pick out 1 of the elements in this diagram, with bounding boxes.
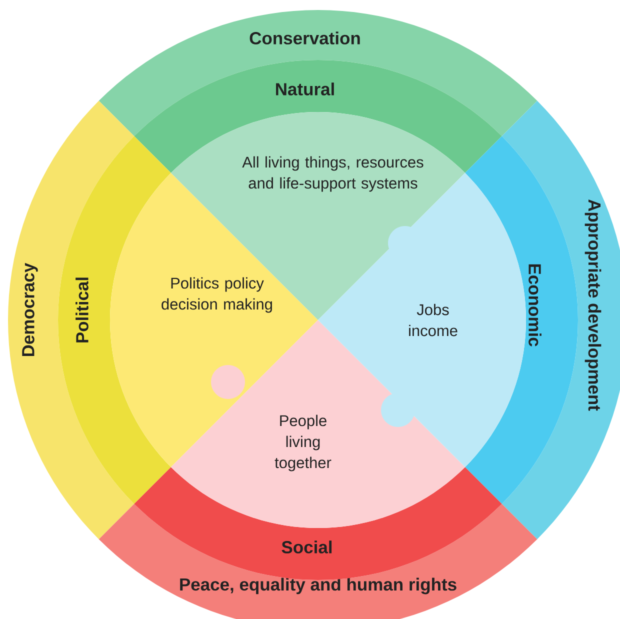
ring-segment: Economic [465,136,578,504]
